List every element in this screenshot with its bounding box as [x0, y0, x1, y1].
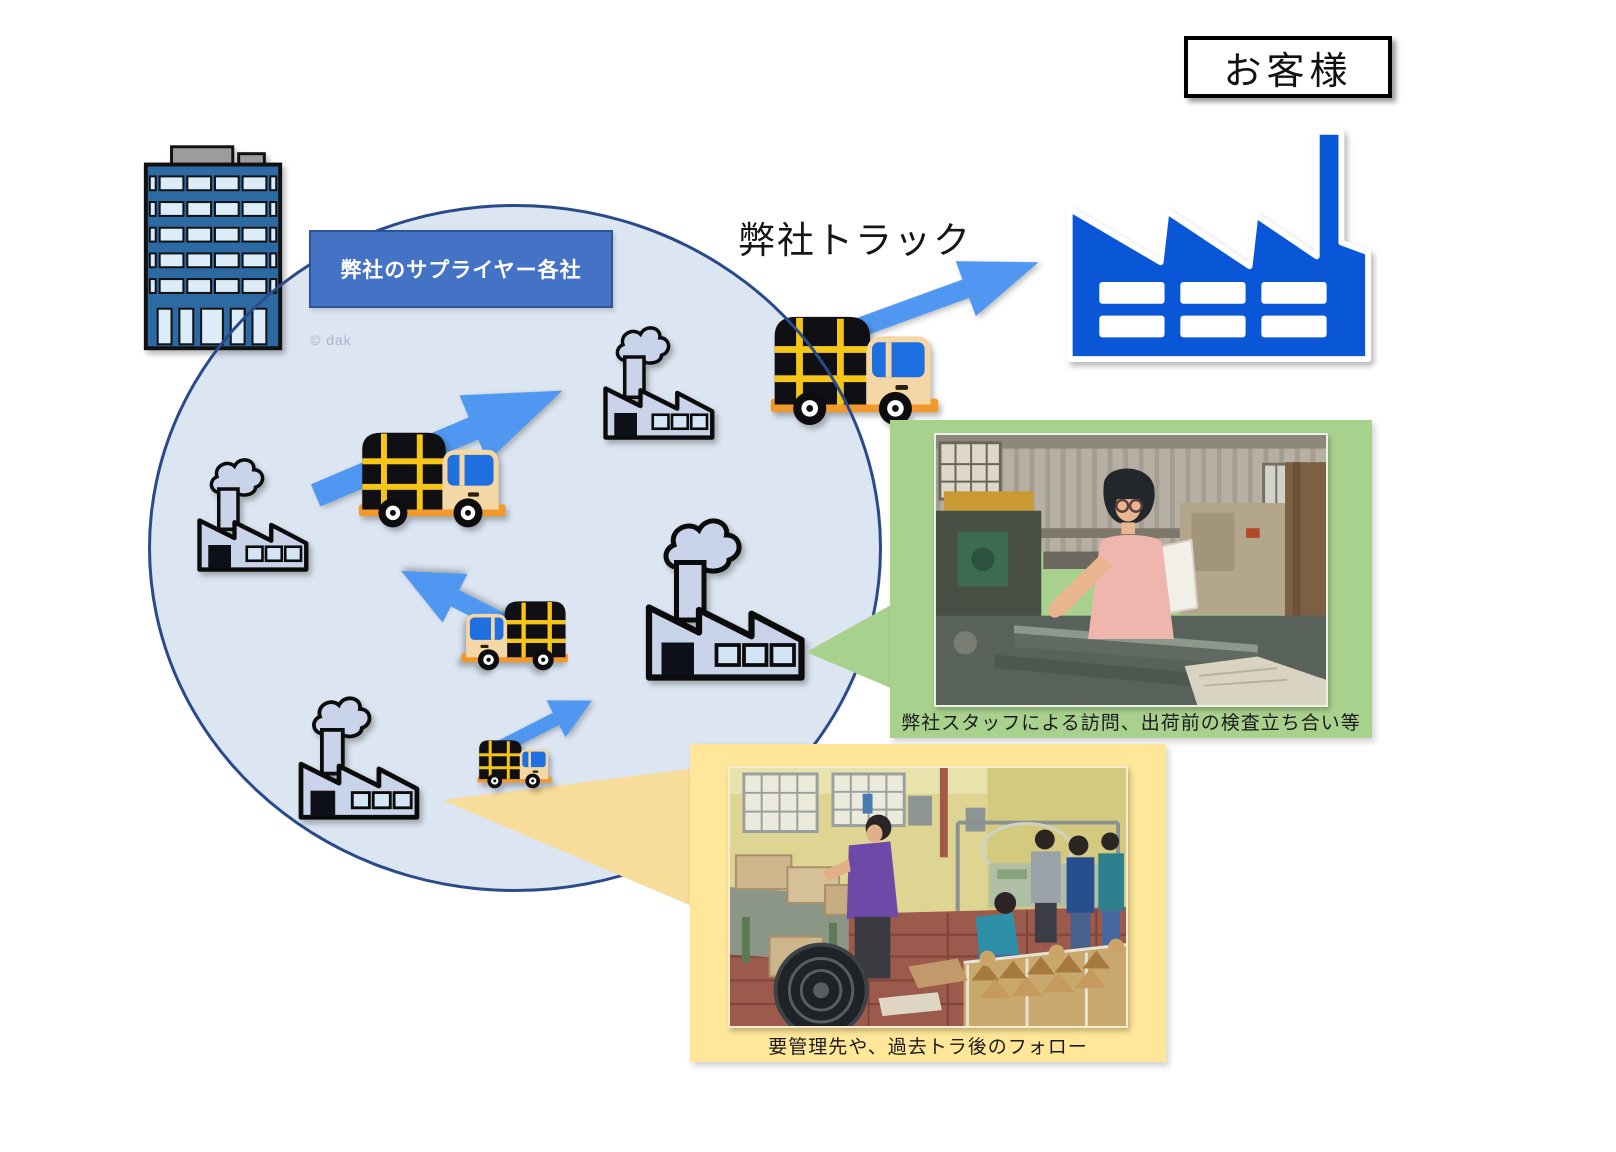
customer-factory-icon	[1042, 112, 1378, 369]
followup-caption: 要管理先や、過去トラ後のフォロー	[768, 1037, 1088, 1058]
packing-photo	[728, 766, 1128, 1028]
followup-callout: 要管理先や、過去トラ後のフォロー	[690, 744, 1166, 1062]
office-building-icon	[134, 140, 292, 354]
supplier-factory-icon	[588, 320, 728, 443]
cargo-truck-icon	[474, 736, 556, 790]
inspection-caption: 弊社スタッフによる訪問、出荷前の検査立ち合い等	[901, 713, 1361, 734]
supplier-label-text: 弊社のサプライヤー各社	[340, 259, 582, 282]
watermark: © dak	[310, 332, 352, 348]
supplier-factory-icon	[182, 452, 322, 575]
inspection-callout-pointer	[806, 596, 900, 696]
supplier-label: 弊社のサプライヤー各社	[309, 230, 613, 308]
cargo-truck-icon	[352, 424, 514, 531]
cargo-truck-icon	[455, 595, 573, 673]
supplier-factory-icon	[624, 510, 824, 685]
inspection-photo	[934, 433, 1328, 707]
customer-label-text: お客様	[1223, 50, 1353, 93]
customer-label: お客様	[1184, 36, 1392, 98]
supplier-factory-icon	[282, 690, 434, 823]
inspection-callout: 弊社スタッフによる訪問、出荷前の検査立ち合い等	[890, 420, 1372, 738]
company-truck-icon	[763, 307, 948, 429]
truck-label: 弊社トラック	[738, 220, 972, 261]
followup-callout-pointer	[438, 752, 748, 916]
